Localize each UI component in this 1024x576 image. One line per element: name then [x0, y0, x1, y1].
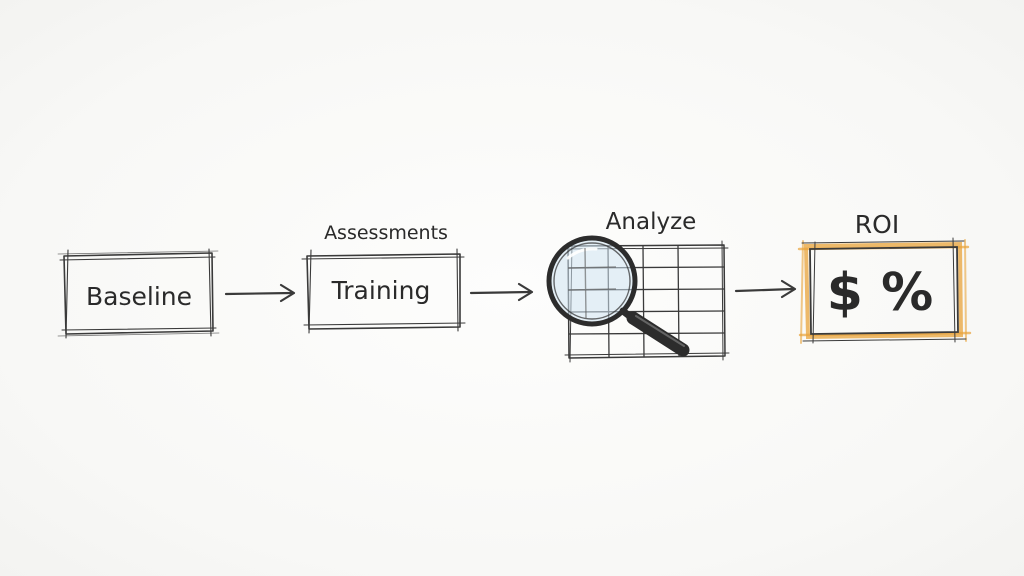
roi-step: ROI $ % — [797, 210, 972, 344]
right-arrow-icon — [469, 282, 534, 302]
right-arrow-icon — [734, 279, 797, 299]
baseline-box — [57, 248, 220, 339]
analyze-caption: Analyze — [606, 209, 697, 235]
baseline-label: Baseline — [86, 282, 192, 311]
training-box — [301, 248, 466, 334]
roi-symbols: $ % — [827, 263, 933, 323]
baseline-step: Baseline — [57, 248, 220, 339]
training-label: Training — [331, 276, 431, 305]
assessments-caption: Assessments — [324, 222, 448, 244]
roi-caption: ROI — [855, 210, 899, 239]
magnifying-glass-icon — [546, 235, 690, 357]
right-arrow-icon — [224, 283, 296, 303]
roi-box — [797, 237, 972, 344]
training-step: Assessments Training — [301, 222, 466, 334]
analyze-step: Analyze — [546, 209, 730, 363]
